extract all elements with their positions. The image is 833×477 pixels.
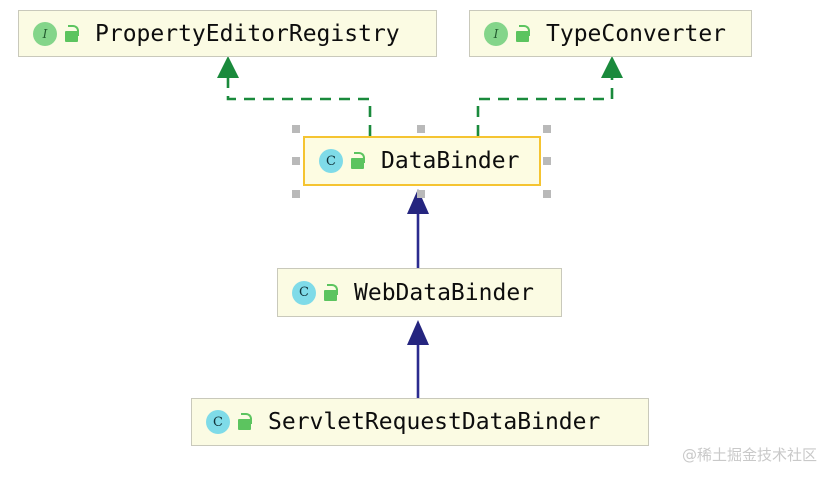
edge-databinder-implements-typeconverter: [476, 56, 623, 136]
resize-handle-4[interactable]: [543, 157, 551, 165]
edge-webdatabinder-extends-databinder: [407, 189, 429, 268]
public-unlocked-icon: [63, 24, 81, 44]
watermark: @稀土掘金技术社区: [681, 446, 817, 464]
resize-handle-2[interactable]: [543, 125, 551, 133]
class-icon: C: [319, 149, 343, 173]
resize-handle-5[interactable]: [292, 190, 300, 198]
generalization-arrowhead: [407, 320, 429, 345]
uml-node-property-editor-registry[interactable]: I PropertyEditorRegistry: [18, 10, 437, 57]
resize-handle-6[interactable]: [417, 190, 425, 198]
uml-node-label: WebDataBinder: [354, 279, 535, 306]
resize-handle-1[interactable]: [417, 125, 425, 133]
uml-node-type-converter[interactable]: I TypeConverter: [469, 10, 752, 57]
public-unlocked-icon: [514, 24, 532, 44]
resize-handle-7[interactable]: [543, 190, 551, 198]
interface-icon: I: [33, 21, 57, 46]
resize-handle-3[interactable]: [292, 157, 300, 165]
class-icon: C: [292, 280, 316, 305]
edge-databinder-implements-propertyeditorregistry: [217, 56, 372, 136]
class-icon: C: [206, 410, 230, 434]
public-unlocked-icon: [236, 412, 254, 432]
interface-icon: I: [484, 21, 508, 46]
uml-node-label: TypeConverter: [546, 20, 727, 47]
uml-node-label: DataBinder: [381, 148, 520, 174]
uml-node-servlet-request-data-binder[interactable]: C ServletRequestDataBinder: [191, 398, 649, 446]
uml-node-web-data-binder[interactable]: C WebDataBinder: [277, 268, 562, 317]
resize-handle-0[interactable]: [292, 125, 300, 133]
uml-node-label: PropertyEditorRegistry: [95, 20, 400, 47]
edge-servletrequestdatabinder-extends-webdatabinder: [407, 320, 429, 398]
uml-node-label: ServletRequestDataBinder: [268, 409, 601, 435]
realization-arrowhead: [217, 56, 239, 78]
realization-arrowhead: [601, 56, 623, 78]
uml-node-data-binder[interactable]: C DataBinder: [303, 136, 541, 186]
public-unlocked-icon: [349, 151, 367, 171]
public-unlocked-icon: [322, 283, 340, 303]
